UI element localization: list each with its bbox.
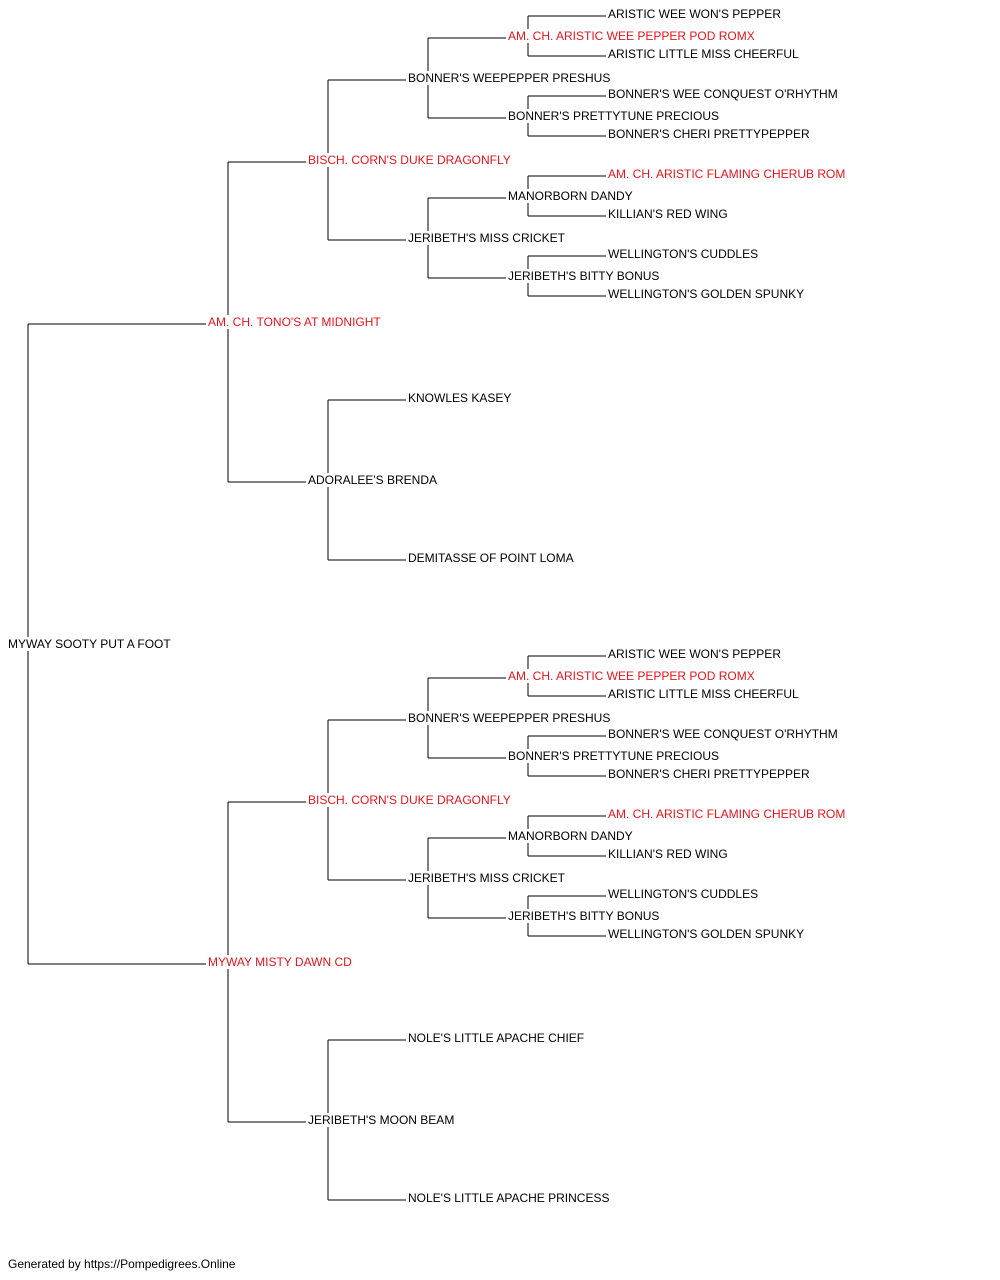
ancestor-name: NOLE'S LITTLE APACHE CHIEF xyxy=(407,1031,586,1045)
ancestor-name: AM. CH. ARISTIC FLAMING CHERUB ROM xyxy=(607,167,847,181)
ancestor-name: JERIBETH'S BITTY BONUS xyxy=(507,269,661,283)
ancestor-name: DEMITASSE OF POINT LOMA xyxy=(407,551,575,565)
generated-by-footer: Generated by https://Pompedigrees.Online xyxy=(8,1257,236,1271)
ancestor-name: JERIBETH'S MISS CRICKET xyxy=(407,231,566,245)
ancestor-name: BONNER'S PRETTYTUNE PRECIOUS xyxy=(507,109,720,123)
ancestor-name: JERIBETH'S MISS CRICKET xyxy=(407,871,566,885)
ancestor-name: MANORBORN DANDY xyxy=(507,189,634,203)
ancestor-name: ARISTIC LITTLE MISS CHEERFUL xyxy=(607,687,800,701)
ancestor-name: BISCH. CORN'S DUKE DRAGONFLY xyxy=(307,793,512,807)
ancestor-name: BONNER'S WEEPEPPER PRESHUS xyxy=(407,71,612,85)
ancestor-name: NOLE'S LITTLE APACHE PRINCESS xyxy=(407,1191,611,1205)
subject-name: MYWAY SOOTY PUT A FOOT xyxy=(7,637,172,651)
ancestor-name: ARISTIC WEE WON'S PEPPER xyxy=(607,7,782,21)
ancestor-name: ARISTIC WEE WON'S PEPPER xyxy=(607,647,782,661)
ancestor-name: BISCH. CORN'S DUKE DRAGONFLY xyxy=(307,153,512,167)
ancestor-name: WELLINGTON'S CUDDLES xyxy=(607,887,760,901)
ancestor-name: AM. CH. ARISTIC WEE PEPPER POD ROMX xyxy=(507,29,756,43)
ancestor-name: AM. CH. TONO'S AT MIDNIGHT xyxy=(207,315,382,329)
ancestor-name: BONNER'S CHERI PRETTYPEPPER xyxy=(607,127,811,141)
ancestor-name: WELLINGTON'S GOLDEN SPUNKY xyxy=(607,927,806,941)
ancestor-name: MANORBORN DANDY xyxy=(507,829,634,843)
ancestor-name: JERIBETH'S MOON BEAM xyxy=(307,1113,456,1127)
ancestor-name: BONNER'S PRETTYTUNE PRECIOUS xyxy=(507,749,720,763)
ancestor-name: JERIBETH'S BITTY BONUS xyxy=(507,909,661,923)
ancestor-name: BONNER'S WEE CONQUEST O'RHYTHM xyxy=(607,727,839,741)
ancestor-name: MYWAY MISTY DAWN CD xyxy=(207,955,353,969)
ancestor-name: ARISTIC LITTLE MISS CHEERFUL xyxy=(607,47,800,61)
ancestor-name: AM. CH. ARISTIC WEE PEPPER POD ROMX xyxy=(507,669,756,683)
ancestor-name: BONNER'S WEE CONQUEST O'RHYTHM xyxy=(607,87,839,101)
ancestor-name: ADORALEE'S BRENDA xyxy=(307,473,438,487)
ancestor-name: KNOWLES KASEY xyxy=(407,391,513,405)
ancestor-name: WELLINGTON'S CUDDLES xyxy=(607,247,760,261)
ancestor-name: AM. CH. ARISTIC FLAMING CHERUB ROM xyxy=(607,807,847,821)
ancestor-name: KILLIAN'S RED WING xyxy=(607,207,729,221)
ancestor-name: BONNER'S CHERI PRETTYPEPPER xyxy=(607,767,811,781)
ancestor-name: KILLIAN'S RED WING xyxy=(607,847,729,861)
ancestor-name: WELLINGTON'S GOLDEN SPUNKY xyxy=(607,287,806,301)
ancestor-name: BONNER'S WEEPEPPER PRESHUS xyxy=(407,711,612,725)
